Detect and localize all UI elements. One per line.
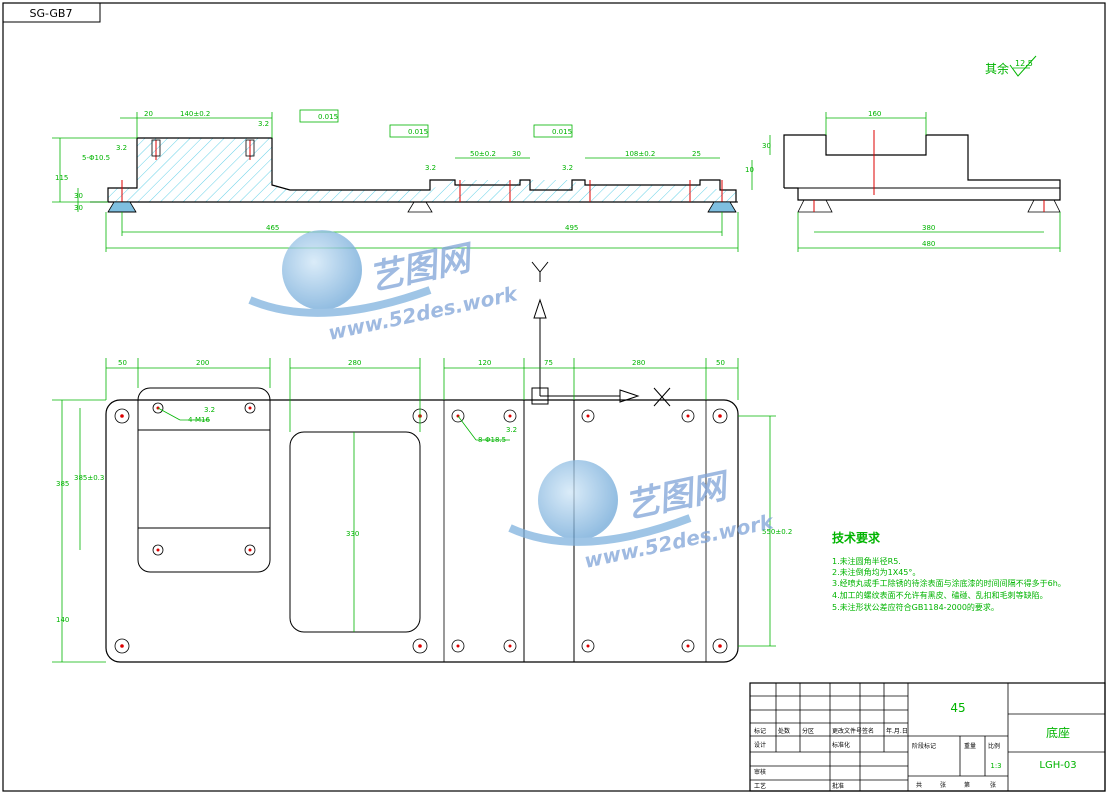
plan-label-0: 3.2	[204, 406, 215, 414]
tech-req-line: 5.未注形状公差应符合GB1184-2000的要求。	[832, 602, 999, 612]
dim-plan-center-0: 330	[346, 530, 359, 538]
dim-side-2: 380	[922, 224, 935, 232]
code-box: SG-GB7	[2, 2, 101, 23]
tb-header-0: 标记	[754, 727, 766, 735]
globe-icon	[282, 230, 362, 310]
tb-design: 设计	[754, 741, 766, 749]
plan-label-2: 8-Φ18.5	[478, 436, 506, 444]
tb-standard: 标准化	[832, 741, 850, 749]
dim-plan-top-5: 280	[632, 359, 645, 367]
title-block-text: 45 底座 LGH-03 1:3 标记 处数 分区 更改文件号 签名 年.月.日…	[754, 701, 1077, 790]
ucs-axes-icon	[531, 261, 671, 407]
tb-sheet-2: 第	[964, 781, 970, 789]
globe-icon	[538, 460, 618, 540]
dim-side-0: 160	[868, 110, 881, 118]
dim-plan-top-3: 120	[478, 359, 491, 367]
tb-sheet-0: 共	[916, 781, 922, 789]
dim-front-3: 3.2	[425, 164, 436, 172]
tech-req-line: 3.经喷丸或手工除锈的待涂表面与涂底漆的时间间隔不得多于6h。	[832, 578, 1066, 588]
tb-process: 工艺	[754, 782, 766, 790]
dim-front-4: 50±0.2	[470, 150, 496, 158]
tech-req-title: 技术要求	[832, 530, 881, 545]
dim-plan-top-2: 280	[348, 359, 361, 367]
title-block	[749, 682, 1106, 792]
dim-front-7: 108±0.2	[625, 150, 655, 158]
dim-plan-top-1: 200	[196, 359, 209, 367]
dim-front-5: 30	[512, 150, 521, 158]
dim-front-14: 10	[745, 166, 754, 174]
plan-view: 50 200 280 120 75 280 50 385 385±0.3 140…	[52, 261, 792, 663]
code-box-label: SG-GB7	[30, 7, 73, 20]
tech-req-line: 1.未注圆角半径R5.	[832, 556, 901, 566]
dim-side-3: 480	[922, 240, 935, 248]
dim-front-12: 30	[74, 192, 83, 200]
drawing-number-label: LGH-03	[1039, 760, 1076, 771]
watermark-2: 艺图网 www.52des.work	[508, 460, 777, 573]
dim-plan-left-2: 140	[56, 616, 69, 624]
tb-scale: 比例	[988, 742, 1000, 750]
tb-header-1: 处数	[778, 727, 790, 735]
side-view: 160 30 380 480	[762, 110, 1061, 252]
tb-header-3: 更改文件号	[832, 727, 862, 735]
tol-front-2: 0.015	[552, 128, 572, 136]
roughness-note: 其余 12.5	[985, 55, 1037, 77]
dim-front-9: 3.2	[116, 144, 127, 152]
scale-label: 1:3	[990, 762, 1001, 770]
plan-label-3: 3.2	[506, 426, 517, 434]
dim-side-1: 30	[762, 142, 771, 150]
technical-requirements: 技术要求 1.未注圆角半径R5. 2.未注倒角均为1X45°。 3.经喷丸或手工…	[832, 530, 1066, 612]
material-label: 45	[950, 701, 965, 715]
tol-front-0: 0.015	[318, 113, 338, 121]
tb-header-4: 签名	[862, 727, 874, 735]
tol-front-1: 0.015	[408, 128, 428, 136]
dim-front-15: 465	[266, 224, 279, 232]
dim-front-6: 3.2	[562, 164, 573, 172]
dim-plan-left-1: 385±0.3	[74, 474, 104, 482]
plan-label-1: 4-M16	[188, 416, 210, 424]
roughness-symbol-icon	[1009, 55, 1037, 77]
tb-review: 审核	[754, 768, 766, 776]
dim-plan-top-6: 50	[716, 359, 725, 367]
front-view: 140±0.2 20 3.2 3.2 50±0.2 30 3.2 108±0.2…	[52, 109, 754, 252]
roughness-note-label: 其余	[985, 61, 1009, 76]
dim-front-10: 5-Φ10.5	[82, 154, 110, 162]
dim-front-0: 140±0.2	[180, 110, 210, 118]
part-name-label: 底座	[1046, 725, 1070, 740]
watermark-2-title: 艺图网	[622, 465, 735, 526]
tb-header-2: 分区	[802, 727, 814, 735]
tech-req-line: 4.加工的螺纹表面不允许有黑皮、磕碰、乱扣和毛刺等缺陷。	[832, 590, 1048, 600]
tb-approve: 批准	[832, 782, 844, 790]
dim-front-8: 25	[692, 150, 701, 158]
dim-plan-left-0: 385	[56, 480, 69, 488]
watermark-1: 艺图网 www.52des.work	[248, 230, 521, 345]
dim-front-11: 115	[55, 174, 68, 182]
tb-sheet-3: 张	[990, 781, 996, 789]
tech-req-line: 2.未注倒角均为1X45°。	[832, 567, 920, 577]
dim-front-1: 20	[144, 110, 153, 118]
dim-plan-right-0: 550±0.2	[762, 528, 792, 536]
tb-weight: 重量	[964, 742, 976, 750]
dim-plan-top-0: 50	[118, 359, 127, 367]
dim-front-2: 3.2	[258, 120, 269, 128]
dim-plan-top-4: 75	[544, 359, 553, 367]
tb-header-5: 年.月.日	[886, 727, 908, 735]
dim-front-13: 30	[74, 204, 83, 212]
tb-stage-mark: 阶段标记	[912, 742, 936, 750]
roughness-note-value: 12.5	[1015, 59, 1033, 68]
tb-sheet-1: 张	[940, 781, 946, 789]
dim-front-16: 495	[565, 224, 578, 232]
